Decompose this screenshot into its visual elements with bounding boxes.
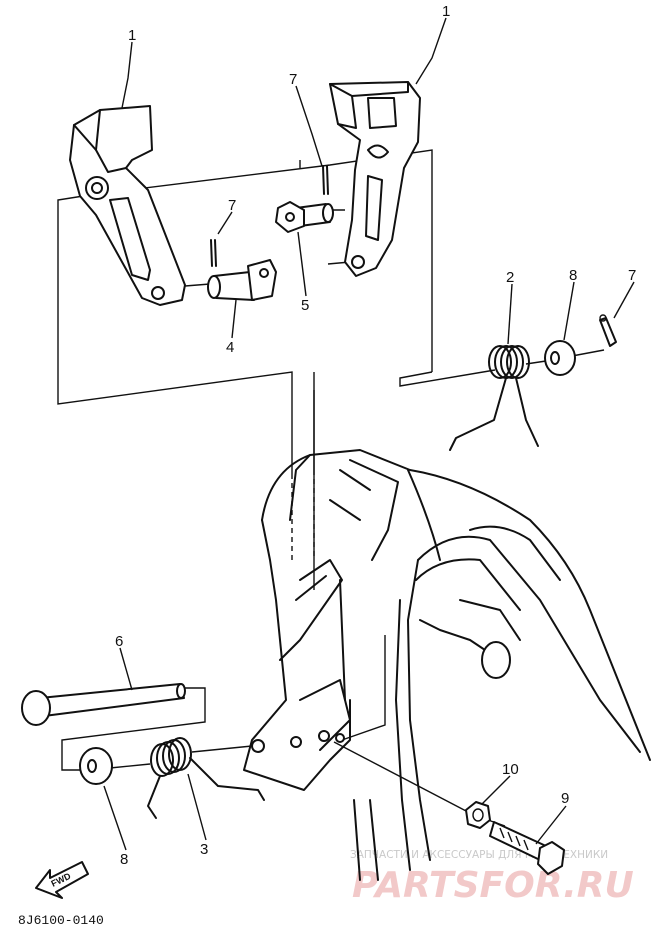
callout-9: 9 [561, 790, 569, 807]
right-bracket-arm [329, 81, 421, 277]
main-frame-bracket [243, 449, 651, 881]
leader-lines [103, 17, 635, 851]
left-bracket-arm [69, 105, 186, 306]
long-pin-6 [21, 683, 186, 726]
callout-8-lower: 8 [120, 851, 128, 868]
fwd-arrow: FWD [35, 861, 89, 899]
cotter-pin-7-left [210, 239, 217, 267]
callout-7-right: 7 [628, 267, 636, 284]
callout-7-upper: 7 [289, 71, 297, 88]
washer-8-upper [544, 340, 576, 376]
watermark: ЗАПЧАСТИ И АКСЕССУАРЫ ДЛЯ МОТОТЕХНИКИ PA… [350, 849, 634, 906]
cotter-pin-7-upper [322, 165, 329, 195]
callout-6: 6 [115, 633, 123, 650]
clevis-pin-5 [275, 201, 334, 233]
callout-10: 10 [502, 761, 519, 778]
nut-10 [465, 801, 491, 829]
callout-1-right: 1 [442, 3, 450, 20]
watermark-logo: PARTSFOR.RU [352, 865, 634, 906]
diagram-code: 8J6100-0140 [18, 913, 104, 928]
callout-2: 2 [506, 269, 514, 286]
cotter-pin-7-right [599, 314, 617, 347]
watermark-caption: ЗАПЧАСТИ И АКСЕССУАРЫ ДЛЯ МОТОТЕХНИКИ [350, 849, 608, 861]
clevis-pin-4 [207, 259, 277, 301]
callout-5: 5 [301, 297, 309, 314]
callout-3: 3 [200, 841, 208, 858]
callout-1-left: 1 [128, 27, 136, 44]
torsion-spring-3 [147, 737, 265, 819]
callout-numbers: 1 1 7 7 7 2 8 5 4 6 10 9 3 8 [115, 3, 636, 868]
callout-8-upper: 8 [569, 267, 577, 284]
bolt-9 [489, 821, 565, 875]
torsion-spring-2 [449, 345, 539, 451]
callout-4: 4 [226, 339, 234, 356]
callout-7-left: 7 [228, 197, 236, 214]
assembly-lines [57, 149, 605, 827]
washer-8-lower [79, 747, 113, 785]
